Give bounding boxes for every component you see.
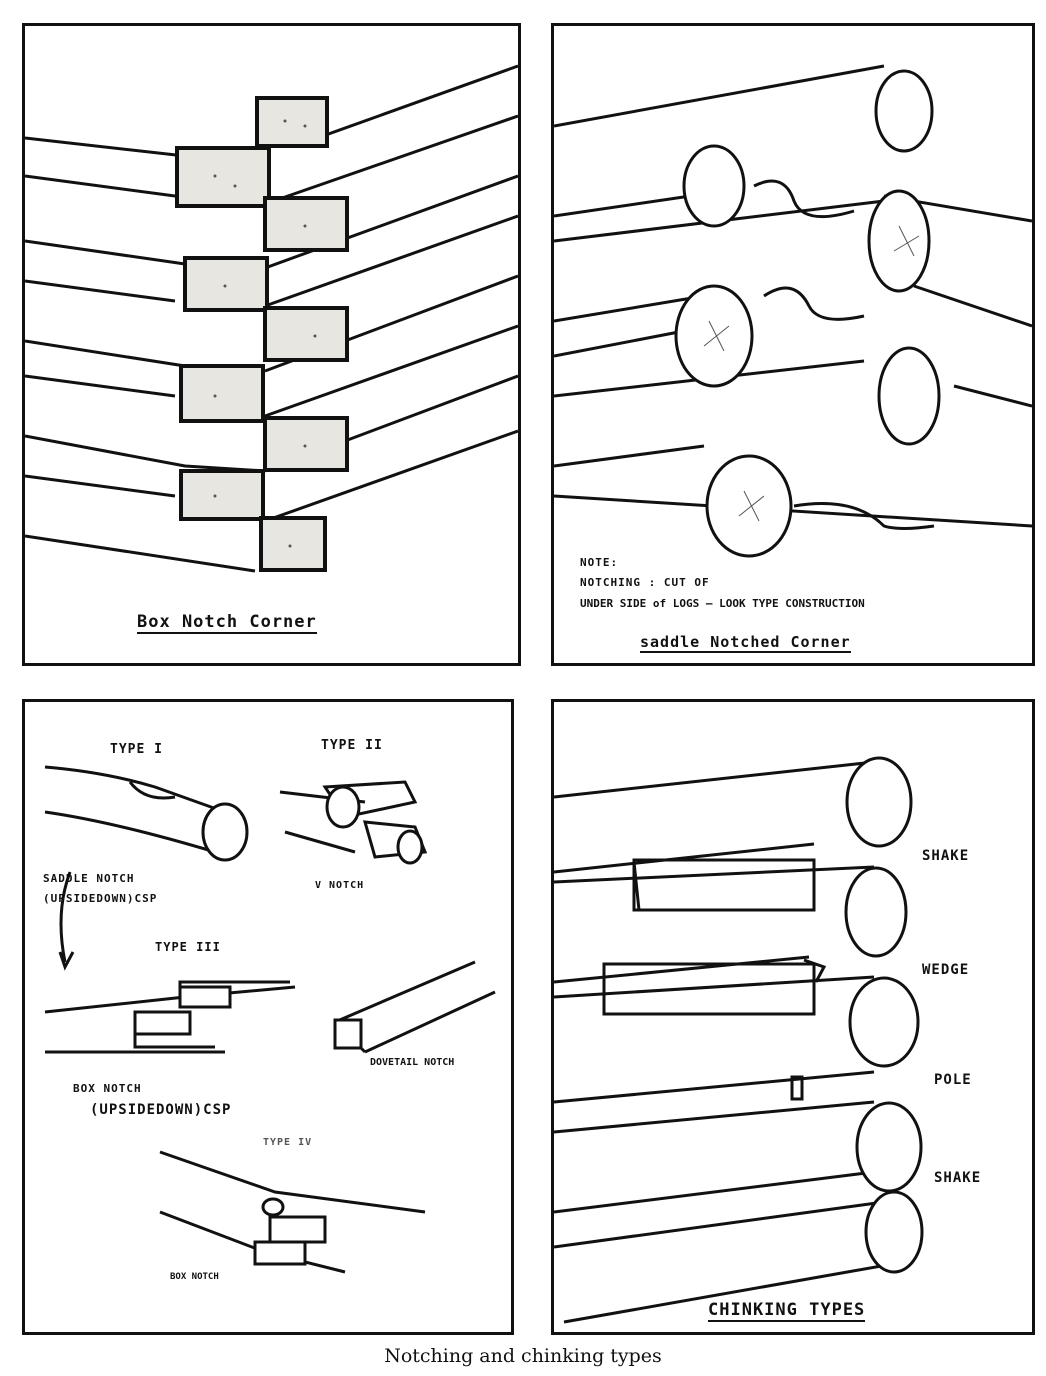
notch-types-drawing [44,765,496,1274]
chinking-title: CHINKING TYPES [708,1300,866,1322]
chinking-label-wedge: WEDGE [922,962,970,978]
box-notch-title: Box Notch Corner [137,612,317,634]
chinking-label-shake-2: SHAKE [934,1170,982,1186]
v-notch-label: V NOTCH [315,880,365,891]
saddle-note-line2: NOTCHING : CUT OF [580,576,710,589]
type-2-label: TYPE II [321,738,383,753]
saddle-note-line1: NOTE: [580,556,619,569]
chinking-label-pole: POLE [934,1072,972,1088]
type-1-label: TYPE I [110,742,163,757]
saddle-notch-drawing [554,64,1032,558]
type-3-label: TYPE III [155,940,221,954]
saddle-notch-title: saddle Notched Corner [640,633,851,653]
saddle-note-line3: UNDER SIDE of LOGS — LOOK TYPE CONSTRUCT… [580,597,865,610]
box-notch-label-line1: BOX NOTCH [73,1082,142,1095]
panel-chinking-types: SHAKE WEDGE POLE SHAKE CHINKING TYPES [551,699,1035,1335]
chinking-label-shake-1: SHAKE [922,848,970,864]
figure-caption: Notching and chinking types [384,1345,662,1367]
panel-saddle-notched-corner: NOTE: NOTCHING : CUT OF UNDER SIDE of LO… [551,23,1035,666]
type-4-label: TYPE IV [263,1137,313,1148]
saddle-notch-label-line1: SADDLE NOTCH [43,872,135,885]
panel-box-notch-corner: Box Notch Corner [22,23,521,666]
saddle-notch-label-line2: (UPSIDEDOWN)CSP [43,892,158,905]
chinking-drawing [554,756,924,1324]
box-notch-label-line2: (UPSIDEDOWN)CSP [90,1102,232,1118]
dovetail-notch-label: DOVETAIL NOTCH [370,1057,455,1068]
panel-notch-types: TYPE I TYPE II SADDLE NOTCH (UPSIDEDOWN)… [22,699,514,1335]
box-notch-small-label: BOX NOTCH [170,1272,219,1282]
box-notch-drawing [25,64,518,573]
